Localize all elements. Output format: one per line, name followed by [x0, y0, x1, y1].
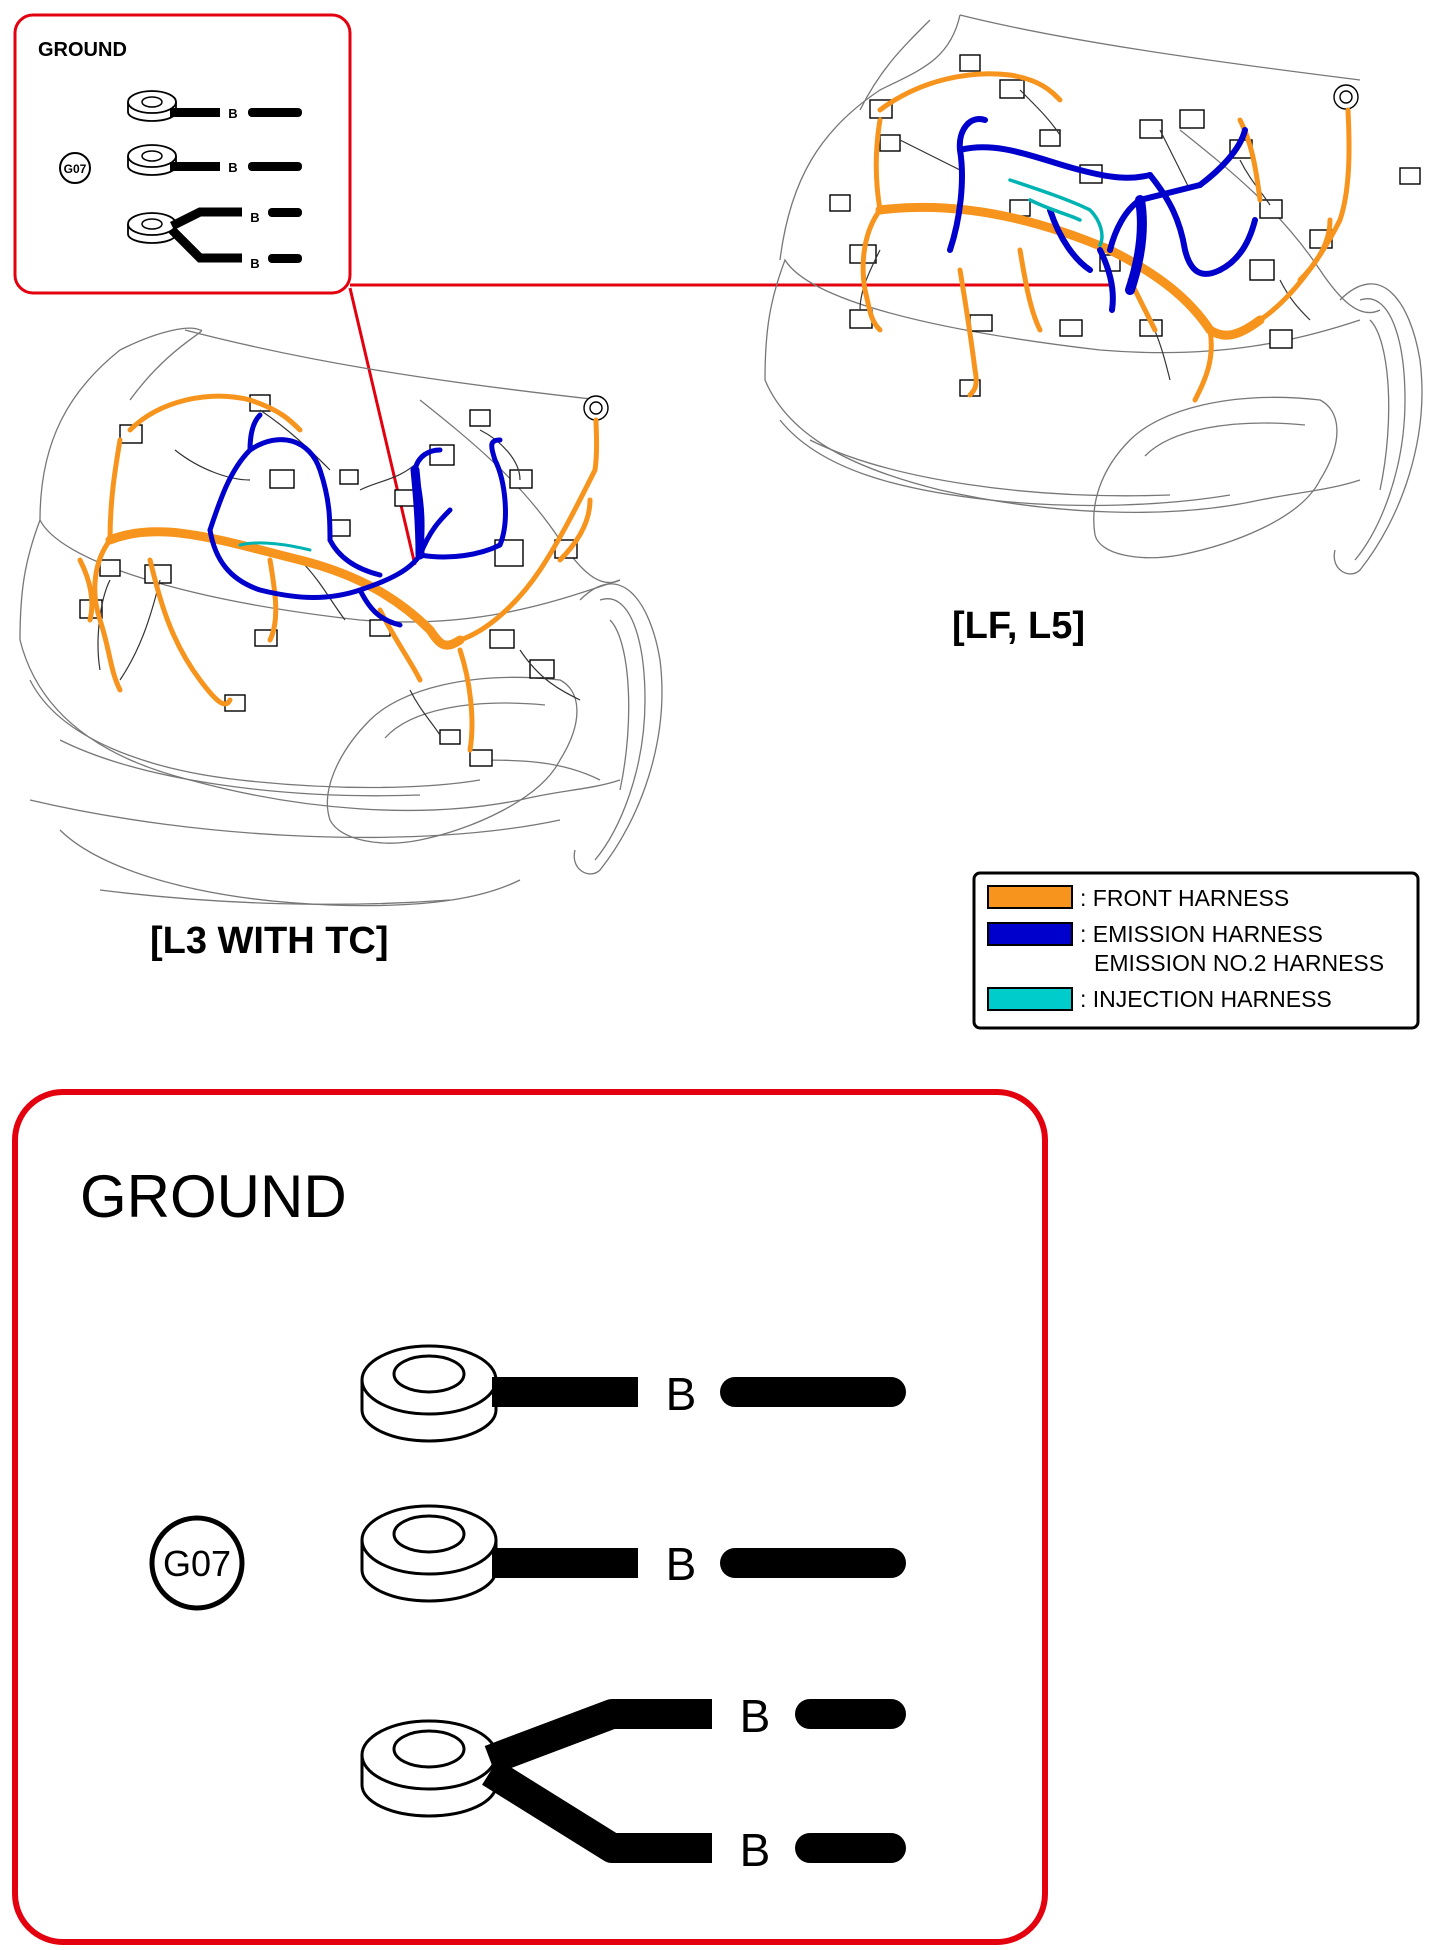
right-view-title: [LF, L5] [952, 605, 1085, 647]
detail-terminal-1 [360, 1344, 906, 1443]
legend-label-front: : FRONT HARNESS [1080, 885, 1289, 911]
inset-wire-label-2: B [228, 160, 237, 175]
inset-wire-label-3: B [250, 210, 259, 225]
inset-connector-id: G07 [64, 162, 87, 176]
detail-terminal-3 [360, 1699, 906, 1863]
ground-detail: GROUND G07 B B [12, 1089, 1048, 1945]
inset-g07-badge [59, 152, 91, 184]
car-view-right [764, 14, 1423, 575]
harness-legend: : FRONT HARNESS : EMISSION HARNESS EMISS… [972, 871, 1420, 1030]
legend-label-emission: : EMISSION HARNESS [1080, 921, 1323, 947]
inset-terminal-1 [127, 90, 302, 122]
detail-wire-label-2: B [666, 1538, 697, 1590]
detail-connector-id: G07 [163, 1543, 231, 1584]
inset-wire-label-4: B [250, 256, 259, 271]
detail-g07-badge [149, 1515, 245, 1611]
car-view-left [19, 327, 663, 907]
callout-lines [348, 283, 1110, 566]
detail-wire-label-1: B [666, 1368, 697, 1420]
inset-wire-label-1: B [228, 106, 237, 121]
ground-inset: GROUND G07 B B [13, 13, 352, 295]
legend-swatch-emission [987, 922, 1073, 946]
detail-terminal-2 [360, 1504, 906, 1603]
legend-swatch-front [987, 885, 1073, 909]
left-view-title: [L3 WITH TC] [150, 920, 389, 962]
detail-title: GROUND [80, 1163, 347, 1230]
detail-wire-label-4: B [740, 1824, 771, 1876]
legend-swatch-injection [987, 987, 1073, 1011]
legend-label-injection: : INJECTION HARNESS [1080, 986, 1332, 1012]
inset-terminal-2 [127, 144, 302, 176]
inset-title: GROUND [38, 39, 127, 61]
legend-label-emission-no2: EMISSION NO.2 HARNESS [1094, 950, 1384, 976]
inset-terminal-3 [127, 207, 302, 263]
detail-wire-label-3: B [740, 1690, 771, 1742]
